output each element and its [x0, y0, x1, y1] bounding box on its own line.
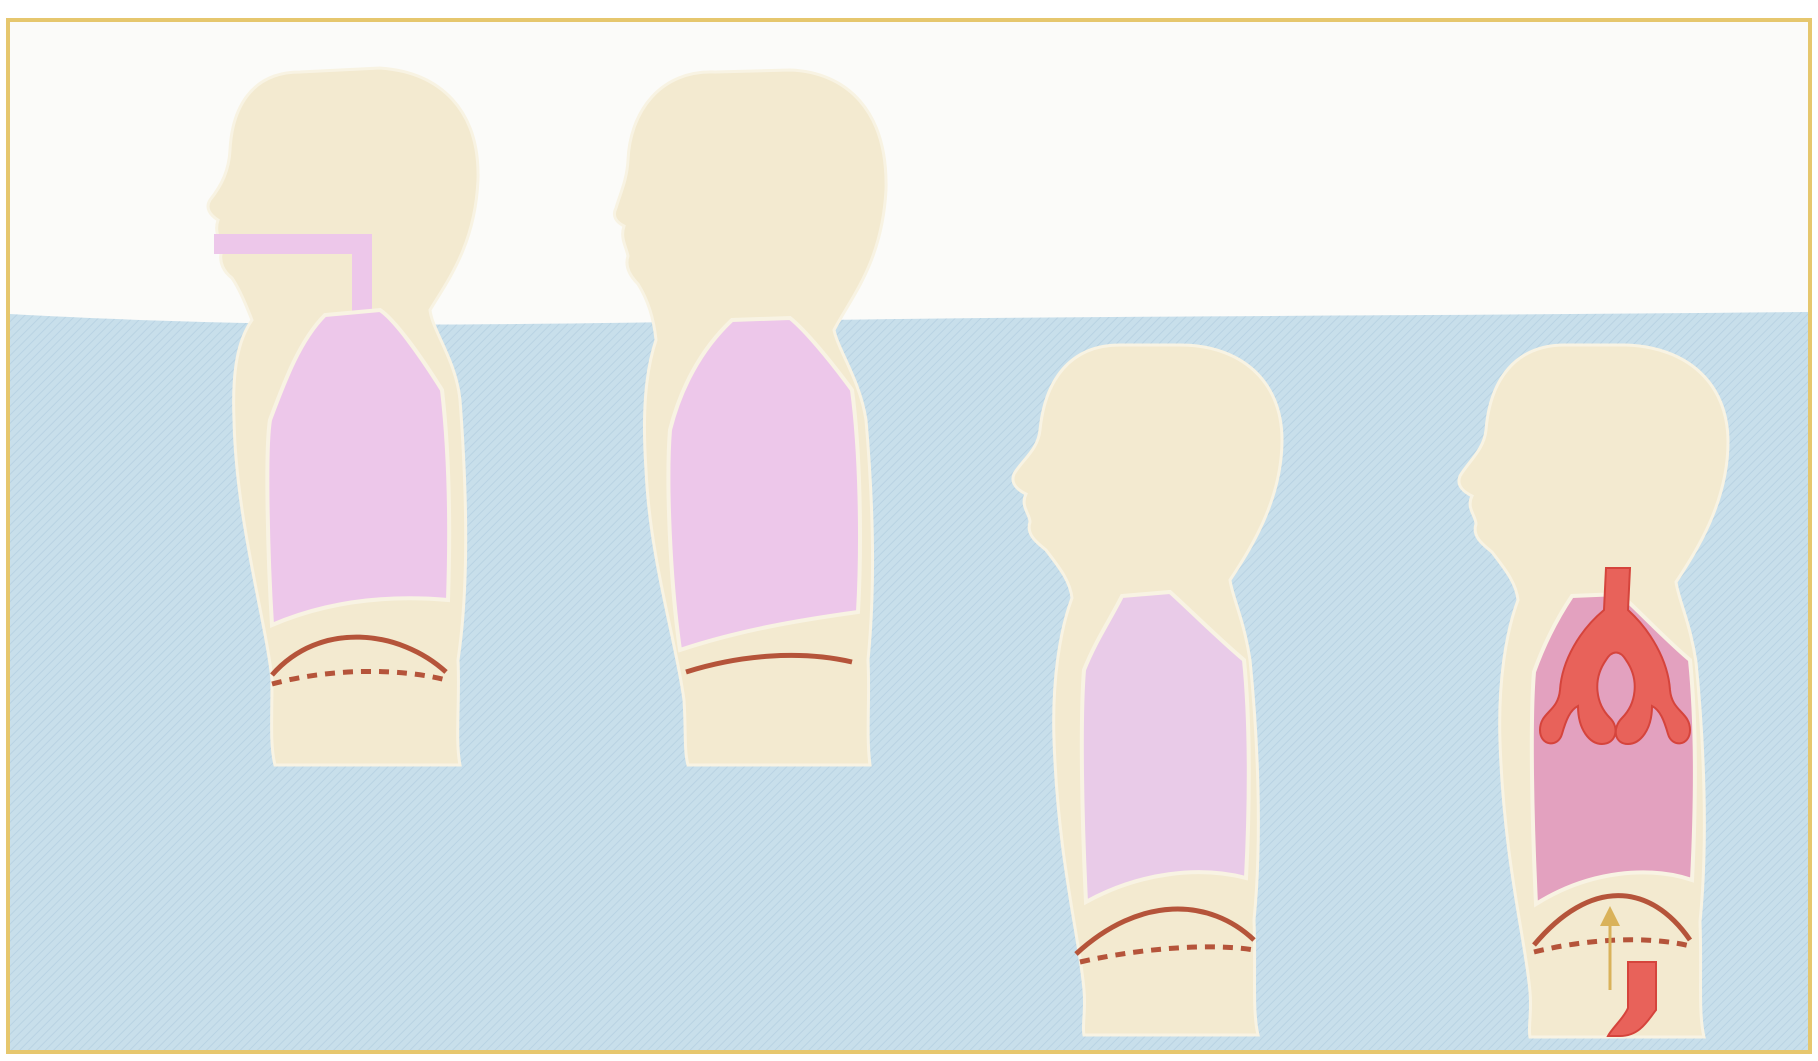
lungs — [267, 310, 449, 625]
lungs — [668, 318, 860, 650]
